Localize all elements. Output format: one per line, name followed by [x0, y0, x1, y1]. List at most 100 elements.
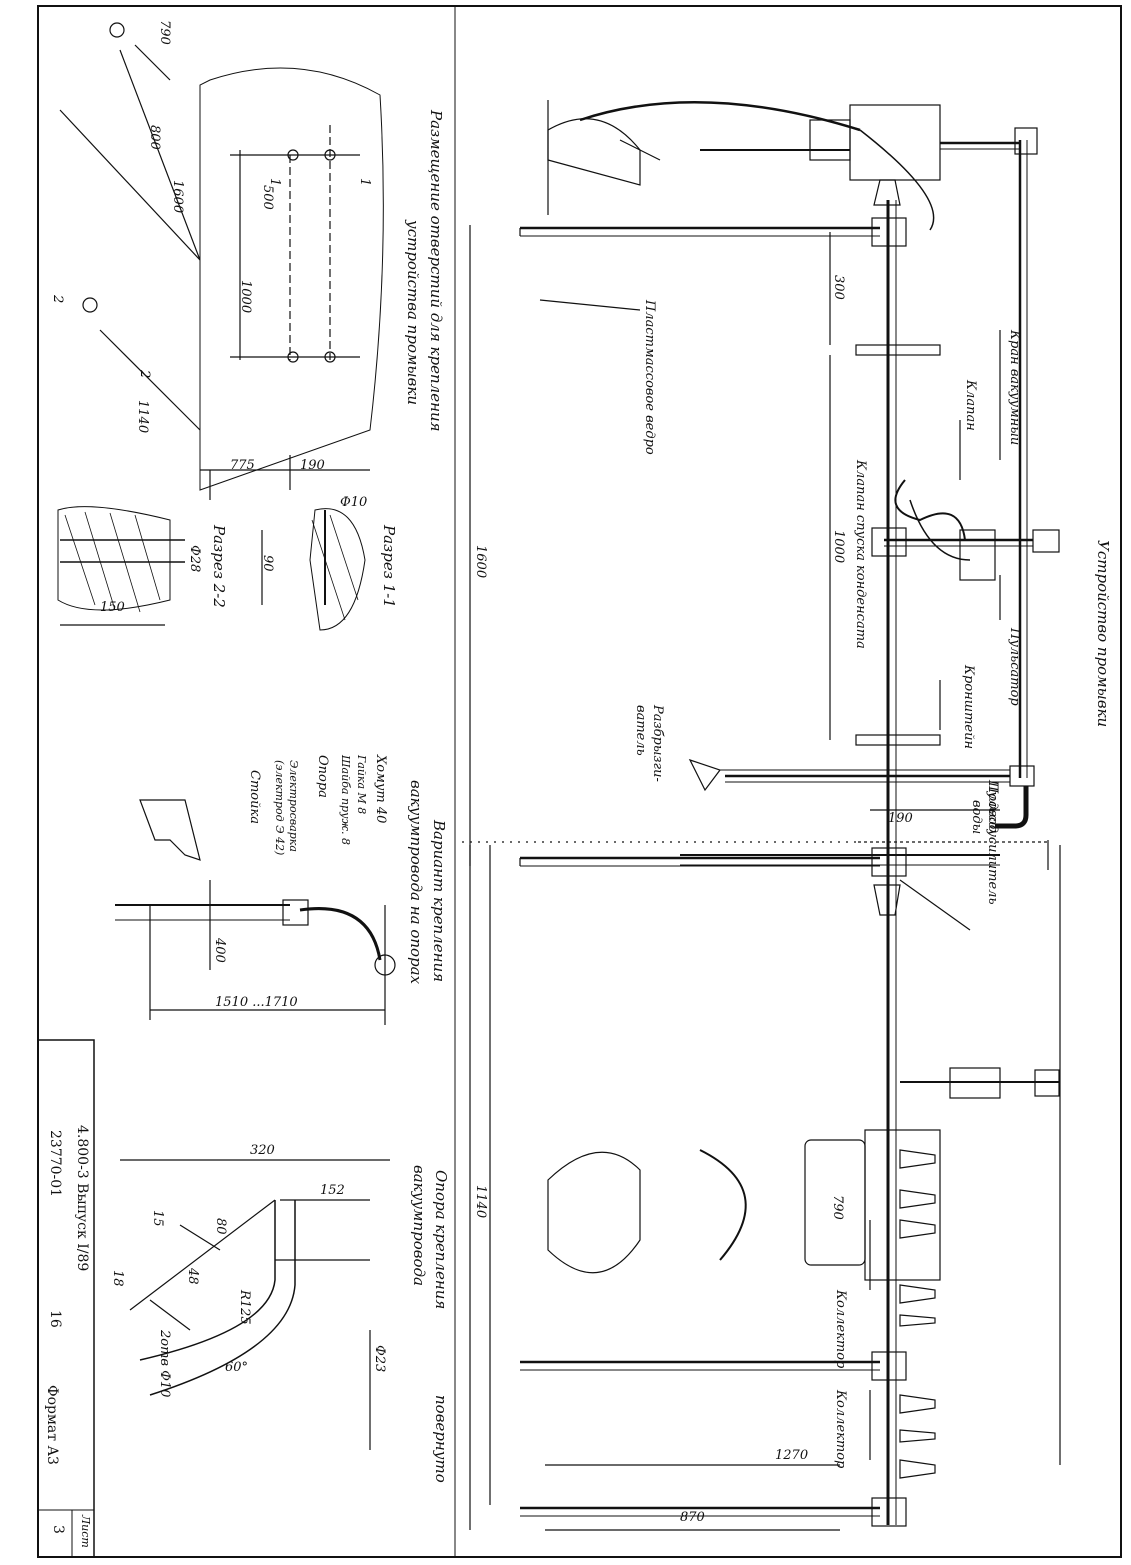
bucket-2	[547, 1151, 641, 1274]
main-title: Устройство промывки	[1094, 540, 1112, 728]
dim-label: 1600	[170, 180, 185, 214]
dim-label: 1510 ...1710	[215, 995, 298, 1010]
callout-collector-1: Коллектор	[833, 1290, 848, 1369]
section-marker: 2	[137, 370, 152, 379]
sprayer	[688, 758, 721, 792]
callout-plastic-bucket: Пластмассовое ведро	[642, 300, 657, 455]
section-2-2-title: Разрез 2-2	[210, 525, 228, 608]
dim-label: 1140	[135, 400, 150, 434]
callout-pulsator: Пульсатор	[1007, 628, 1022, 706]
section-2-2	[57, 506, 171, 611]
callout-sprayer-1: Разбрызги-	[650, 705, 665, 782]
part-welding-2: (электрод Э 42)	[273, 760, 286, 856]
part-washer: Шайба пруж. 8	[339, 755, 352, 845]
pulsator	[959, 529, 996, 581]
dim-label: 1000	[238, 280, 253, 314]
vacuum-variant-title-1: Вариант крепления	[430, 820, 448, 983]
stamp-sheet-label: Лист	[79, 1515, 92, 1548]
dim-label: 320	[250, 1143, 275, 1158]
post-profile	[139, 799, 201, 861]
dim-label: 1140	[473, 1185, 488, 1219]
fitting	[871, 217, 907, 247]
dim-label: 90	[260, 555, 275, 572]
callout-vacuum-valve: Кран вакуумный	[1007, 330, 1022, 446]
part-support: Опора	[315, 755, 330, 798]
hose	[579, 100, 861, 132]
dim-label: 790	[157, 20, 172, 45]
dim-label: 80	[213, 1218, 228, 1235]
teat-cups	[899, 1149, 936, 1479]
dim-label: Ф28	[187, 545, 202, 573]
support-bar	[139, 1200, 276, 1361]
support-title-2: вакуумпровода	[410, 1165, 428, 1286]
stamp-box	[37, 1039, 95, 1558]
dim-label: 775	[230, 458, 255, 473]
callout-bracket: Кронштейн	[961, 665, 976, 750]
callout-condensate-valve: Клапан спуска конденсата	[853, 460, 868, 649]
vacuum-variant-title-2: вакуумпровода на опорах	[407, 780, 425, 985]
bracket	[855, 344, 941, 356]
stamp-sheet-no: 3	[50, 1525, 66, 1534]
dim-label: 190	[888, 811, 913, 826]
section-1-1	[309, 508, 366, 631]
stamp-format: Формат А3	[44, 1385, 60, 1465]
pipe-fitting	[1009, 765, 1035, 787]
callout-sprayer-2: ватель	[633, 705, 648, 756]
dim-label: 152	[320, 1183, 345, 1198]
dim-label: 48	[185, 1268, 200, 1285]
stamp-number: 23770-01	[47, 1130, 63, 1198]
dim-label: 150	[100, 600, 125, 615]
plastic-bucket	[547, 118, 641, 186]
dim-label: Ф10	[340, 495, 368, 510]
fitting	[871, 1351, 907, 1381]
pipe-fitting	[1032, 529, 1060, 553]
section-marker: 1	[267, 178, 282, 187]
section-marker: 2	[50, 295, 65, 304]
dim-label: 1270	[775, 1448, 809, 1463]
dim-label: Ф23	[372, 1345, 387, 1373]
section-marker: 1	[357, 178, 372, 187]
valve-cap	[873, 884, 901, 916]
dim-label: 2отв Ф10	[157, 1330, 172, 1398]
part-nut: Гайка М 8	[355, 755, 368, 815]
cluster-housing	[864, 1129, 941, 1281]
dim-label: 190	[300, 458, 325, 473]
holes-title-1: Размещение отверстий для крепления	[427, 110, 445, 432]
callout-valve: Клапан	[963, 380, 978, 431]
callout-water-inlet-2: воды	[969, 800, 984, 835]
part-clamp: Хомут 40	[373, 755, 388, 824]
dim-label: 300	[831, 275, 846, 300]
dim-label: 1000	[831, 530, 846, 564]
dim-label: 870	[680, 1510, 705, 1525]
dim-label: 18	[110, 1270, 125, 1287]
dim-label: 1600	[473, 545, 488, 579]
pulsator-housing	[849, 104, 941, 181]
rotated-note: повернуто	[432, 1395, 450, 1483]
dim-label: 500	[260, 185, 275, 210]
sheet-frame	[37, 5, 1122, 1558]
dim-label: 400	[212, 938, 227, 963]
water-elbow	[995, 786, 1029, 829]
dim-label: R125	[237, 1290, 252, 1325]
dim-label: 800	[147, 125, 162, 150]
dim-label: 60°	[225, 1360, 249, 1375]
fitting	[871, 527, 907, 557]
callout-collector-2: Коллектор	[833, 1390, 848, 1469]
dim-label: 15	[150, 1210, 165, 1227]
stamp-page-sub: 16	[47, 1310, 63, 1328]
dim-label: 790	[830, 1195, 845, 1220]
fitting	[871, 1497, 907, 1527]
section-1-1-title: Разрез 1-1	[380, 525, 398, 608]
wall-outline	[199, 67, 384, 491]
part-post: Стойка	[247, 770, 262, 824]
holes-title-2: устройства промывки	[404, 220, 422, 405]
support-title-1: Опора крепления	[432, 1170, 450, 1310]
part-welding-1: Электросварка	[287, 760, 300, 852]
stamp-doc: 4.800-3 Выпуск I/89	[74, 1125, 90, 1272]
callout-water-inlet-1: Подвод	[985, 782, 1000, 834]
support-curve	[299, 907, 382, 961]
pipe-fitting	[1014, 127, 1038, 155]
bracket	[855, 734, 941, 746]
